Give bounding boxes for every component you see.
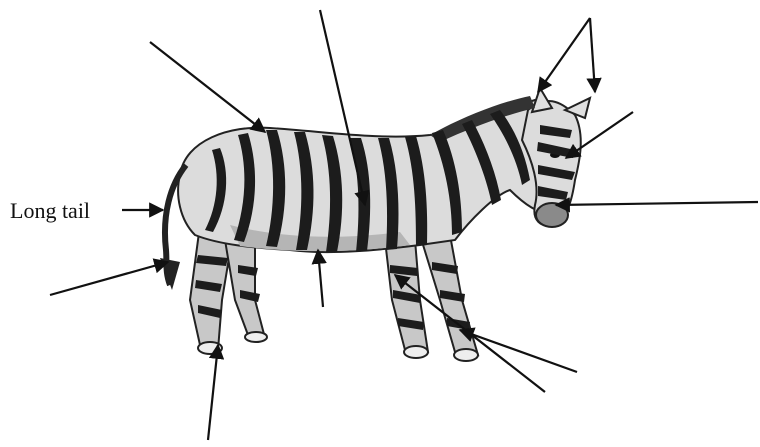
zebra-hoof: [404, 346, 428, 358]
pointer-back: [150, 42, 265, 132]
zebra-illustration: [160, 88, 590, 361]
zebra-back-right-leg: [225, 240, 265, 338]
label-long-tail: Long tail: [10, 198, 90, 223]
pointer-left-ear: [538, 18, 590, 92]
pointer-muzzle: [556, 202, 758, 205]
pointer-belly: [318, 250, 323, 307]
pointer-right-ear: [590, 18, 595, 92]
zebra-muzzle: [536, 203, 568, 227]
zebra-hoof: [245, 332, 267, 342]
pointer-tail-tuft: [50, 262, 168, 295]
zebra-hoof: [454, 349, 478, 361]
pointer-hoof: [208, 345, 218, 440]
